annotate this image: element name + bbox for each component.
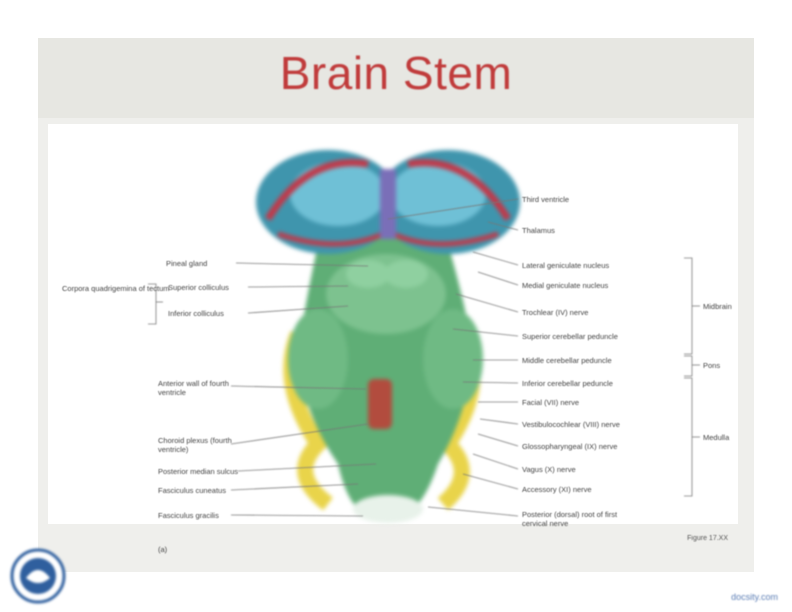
label-figure-panel: (a) bbox=[158, 545, 168, 554]
label-vestibulocochlear-nerve: Vestibulocochlear (VIII) nerve bbox=[522, 420, 620, 429]
institution-seal-logo bbox=[10, 548, 66, 604]
diagram-panel: Corpora quadrigemina of tectum Pineal gl… bbox=[48, 124, 738, 554]
label-pineal-gland: Pineal gland bbox=[166, 259, 208, 268]
label-trochlear-nerve: Trochlear (IV) nerve bbox=[522, 308, 589, 317]
label-inferior-colliculus: Inferior colliculus bbox=[168, 309, 224, 318]
label-pons: Pons bbox=[703, 361, 721, 370]
label-superior-colliculus: Superior colliculus bbox=[168, 283, 229, 292]
label-corpora-quadrigemina: Corpora quadrigemina of tectum bbox=[62, 284, 170, 293]
label-fasciculus-gracilis: Fasciculus gracilis bbox=[158, 511, 219, 520]
label-thalamus: Thalamus bbox=[522, 226, 555, 235]
label-middle-cerebellar-peduncle: Middle cerebellar peduncle bbox=[522, 356, 612, 365]
label-medulla: Medulla bbox=[703, 433, 730, 442]
label-posterior-median-sulcus: Posterior median sulcus bbox=[158, 467, 239, 476]
label-superior-cerebellar-peduncle: Superior cerebellar peduncle bbox=[522, 332, 618, 341]
label-midbrain: Midbrain bbox=[703, 302, 732, 311]
label-medial-geniculate: Medial geniculate nucleus bbox=[522, 281, 609, 290]
label-facial-nerve: Facial (VII) nerve bbox=[522, 398, 580, 407]
slide: Brain Stem bbox=[38, 38, 754, 572]
figure-number: Figure 17.XX bbox=[687, 535, 728, 542]
label-lateral-geniculate: Lateral geniculate nucleus bbox=[522, 261, 610, 270]
label-vagus-nerve: Vagus (X) nerve bbox=[522, 465, 576, 474]
label-choroid-plexus: Choroid plexus (fourth ventricle) bbox=[158, 436, 232, 454]
label-fasciculus-cuneatus: Fasciculus cuneatus bbox=[158, 486, 226, 495]
label-third-ventricle: Third ventricle bbox=[522, 195, 570, 204]
label-inferior-cerebellar-peduncle: Inferior cerebellar peduncle bbox=[522, 379, 613, 388]
slide-title: Brain Stem bbox=[279, 47, 513, 99]
label-glossopharyngeal-nerve: Glossopharyngeal (IX) nerve bbox=[522, 442, 618, 451]
label-posterior-root: Posterior (dorsal) root of first cervica… bbox=[522, 510, 618, 528]
leader-lines bbox=[148, 198, 700, 517]
brainstem-illustration bbox=[256, 150, 520, 523]
label-anterior-wall: Anterior wall of fourth ventricle bbox=[158, 379, 229, 397]
site-link[interactable]: docsity.com bbox=[731, 592, 778, 602]
label-accessory-nerve: Accessory (XI) nerve bbox=[522, 485, 592, 494]
title-band: Brain Stem bbox=[38, 38, 754, 118]
